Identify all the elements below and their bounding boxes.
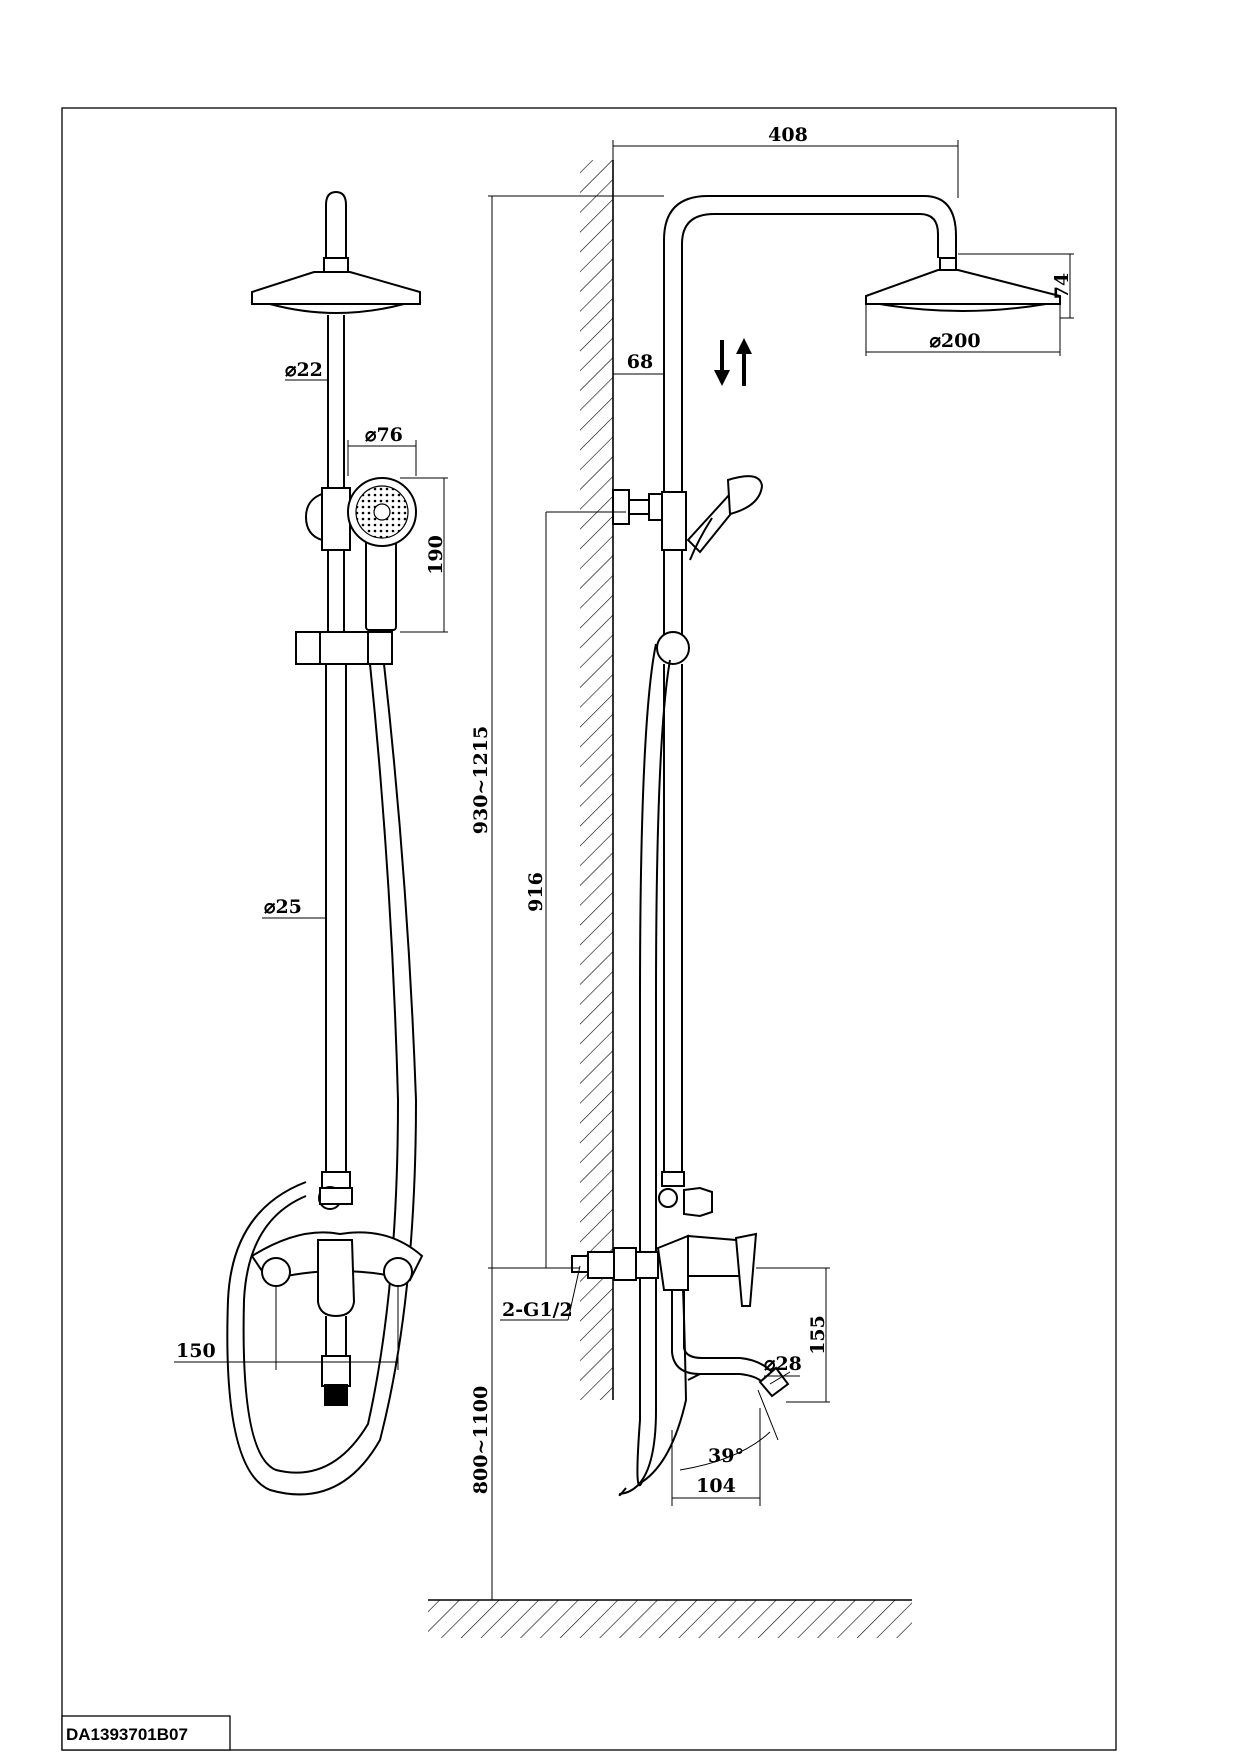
mounting-height-label: 800~1100: [470, 1386, 492, 1494]
height-slider: [295, 631, 393, 665]
floor-hatch: [428, 1600, 912, 1638]
drawing-code: DA1393701B07: [66, 1725, 188, 1744]
height-adjust-arrows-icon: [714, 338, 752, 386]
side-mixer-lever: [734, 1232, 758, 1307]
front-view-dimensions: ⌀22 ⌀76 190 ⌀25 150: [174, 359, 448, 1370]
spout-height-label: 155: [807, 1315, 829, 1355]
head-diameter-label: ⌀200: [929, 330, 980, 352]
inlet-label: 2-G1/2: [502, 1299, 573, 1321]
hand-shower-diameter-label: ⌀76: [365, 424, 403, 446]
shower-hose: [226, 663, 418, 1496]
bracket-height-label: 916: [525, 872, 547, 912]
spout-projection-label: 104: [696, 1475, 736, 1497]
mixer-lever: [317, 1239, 356, 1318]
hand-shower-length-label: 190: [425, 535, 447, 575]
riser-diameter-label: ⌀22: [285, 359, 323, 381]
rain-shower-head: [251, 271, 421, 305]
side-mixer-body: [656, 1234, 689, 1291]
front-view: [226, 190, 424, 1496]
head-height-label: 74: [1051, 273, 1073, 299]
hand-shower-holder: [321, 487, 351, 551]
total-height-label: 930~1215: [470, 726, 492, 834]
side-view: [428, 160, 1061, 1638]
spout-angle-label: 39°: [708, 1445, 744, 1467]
drawing-frame: [61, 107, 1117, 1751]
side-height-slider: [656, 631, 690, 665]
wall-hatch: [580, 160, 613, 1400]
drawing-code-box: DA1393701B07: [61, 1715, 231, 1751]
spout-diameter-label: ⌀28: [764, 1353, 802, 1375]
side-view-dimensions: 408 74 ⌀200 68 930~1215 916 2-G1/2 155: [470, 124, 1074, 1600]
bar-diameter-label: ⌀25: [264, 896, 302, 918]
inlet-spacing-label: 150: [176, 1340, 216, 1362]
arm-reach-label: 408: [768, 124, 808, 146]
wall-offset-label: 68: [627, 351, 653, 373]
side-rain-shower-head: [865, 269, 1061, 305]
